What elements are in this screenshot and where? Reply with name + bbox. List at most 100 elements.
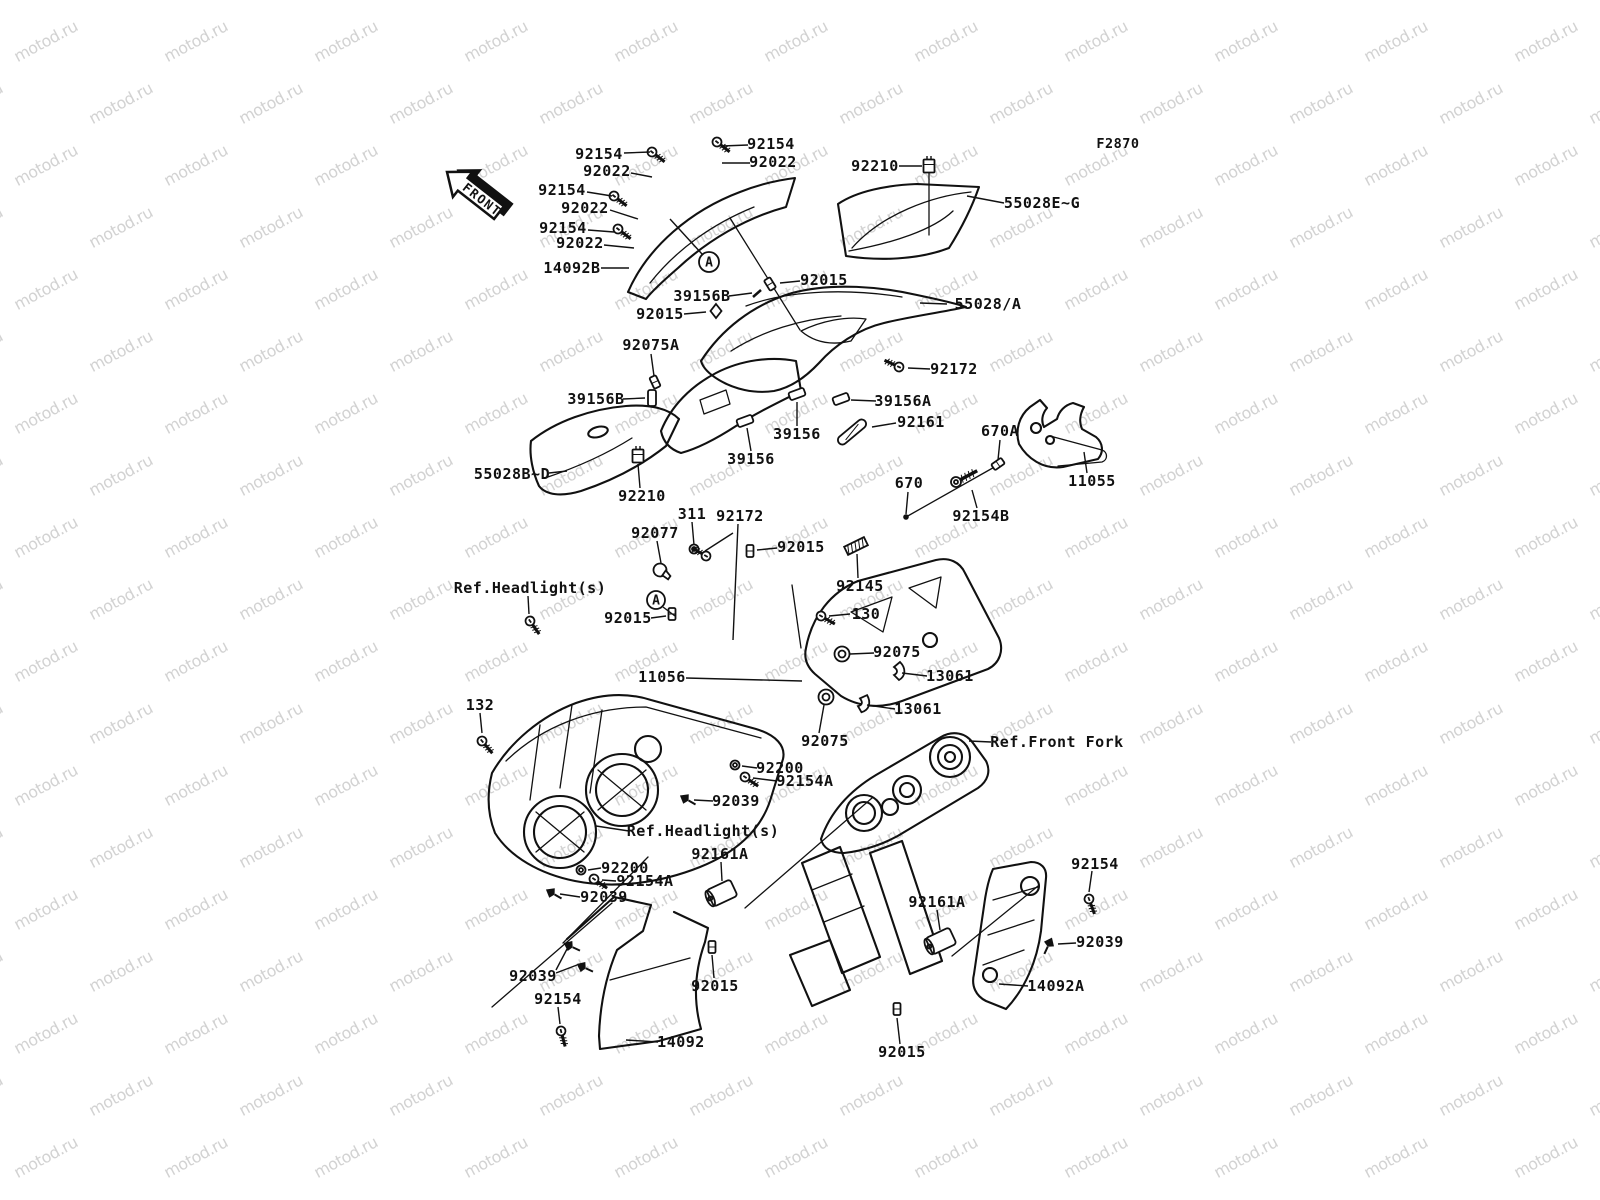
leader-line [871,422,897,428]
part-label: 92154 [534,990,582,1008]
leader-line [732,523,739,641]
clip-icon [631,446,645,464]
part-label: 92154B [952,507,1009,525]
leader-line [721,144,749,147]
part-label: 39156A [874,392,931,410]
dart-icon [1043,937,1054,955]
part-label: 92154 [747,135,795,153]
part-label: 55028E~G [1004,194,1080,212]
part-label: 92154 [539,219,587,237]
part-label: Ref.Front Fork [990,733,1123,751]
leader-line [1088,870,1093,893]
part-label: 13061 [926,667,974,685]
leader-line [971,489,978,509]
leader-line [685,677,803,682]
leader-line [998,983,1029,987]
part-left-cowl-drawing [529,404,681,496]
pad-icon [787,387,807,401]
part-label: 92039 [712,792,760,810]
part-label: 92015 [604,609,652,627]
leader-line [704,532,734,552]
leader-line [595,825,630,832]
part-label: 11056 [638,668,686,686]
part-label: 39156B [567,390,624,408]
screw-icon [476,735,494,755]
part-label: 92075 [873,643,921,661]
part-label: 92200 [756,759,804,777]
leader-line [818,704,825,734]
leader-line [650,353,655,377]
leader-line [625,1039,659,1043]
leader-line [936,909,941,931]
screw-icon [691,546,712,562]
pin-icon [745,544,755,558]
part-label: 92039 [1076,933,1124,951]
leader-line [693,799,714,802]
view-callout-circle [646,590,666,610]
part-label: 14092 [657,1033,705,1051]
part-label: 92022 [583,162,631,180]
leader-line [555,964,578,974]
part-label: 92075 [801,732,849,750]
part-label: 11055 [1068,472,1116,490]
leader-line [623,151,651,154]
leader-line [479,712,483,734]
part-label: 92161A [908,893,965,911]
part-label: 92075A [622,336,679,354]
pad-icon [831,392,851,406]
band-icon [837,418,867,446]
part-label: 92022 [561,199,609,217]
callout-leader [662,606,676,617]
leader-line [555,948,568,971]
leader-line [850,399,877,402]
pin-icon [648,374,662,390]
leader-line [557,1006,561,1025]
part-label: 92022 [749,153,797,171]
pin-icon [892,1002,902,1016]
part-label: 92161 [897,413,945,431]
grommet-icon [817,688,835,706]
front-direction-marker: FRONT [445,169,514,221]
part-label: 670A [981,422,1019,440]
leader-line [622,397,646,400]
leader-line [637,463,641,489]
leader-line [866,704,896,710]
part-lower-duct-drawing [565,895,710,1051]
part-inner-cowl-drawing [659,357,803,455]
leader-line [691,521,695,546]
part-label: 132 [466,696,495,714]
leader-line [779,280,801,284]
part-label: 92015 [777,538,825,556]
screw-icon [739,771,759,788]
part-label: 92154A [616,872,673,890]
leader-line [601,879,617,882]
cyl-icon [704,879,738,908]
part-label: 92154 [538,181,586,199]
leader-line [968,740,992,743]
leader-line [527,595,530,615]
dot-icon [903,514,909,520]
leader-line [603,244,635,249]
screw-icon [883,358,905,373]
nut-icon [575,864,587,876]
part-label: 92015 [800,271,848,289]
tick-icon [752,289,762,298]
part-upper-cowl-drawing [699,285,968,393]
diamond-icon [709,302,723,320]
part-drawings [487,172,1108,1051]
part-label: 92210 [851,157,899,175]
part-label: 92145 [836,577,884,595]
leader-line [656,540,662,564]
leader-line [896,1017,901,1045]
part-label: 55028B~D [474,465,550,483]
part-label: 55028/A [955,295,1022,313]
dart-icon [576,962,594,973]
part-label: 92154 [1071,855,1119,873]
leader-line [630,172,653,178]
leader-line [650,615,667,619]
leader-line [901,672,928,677]
nut-icon [729,759,741,771]
hook-icon [892,660,906,682]
part-side-panel-drawing [972,860,1048,1011]
